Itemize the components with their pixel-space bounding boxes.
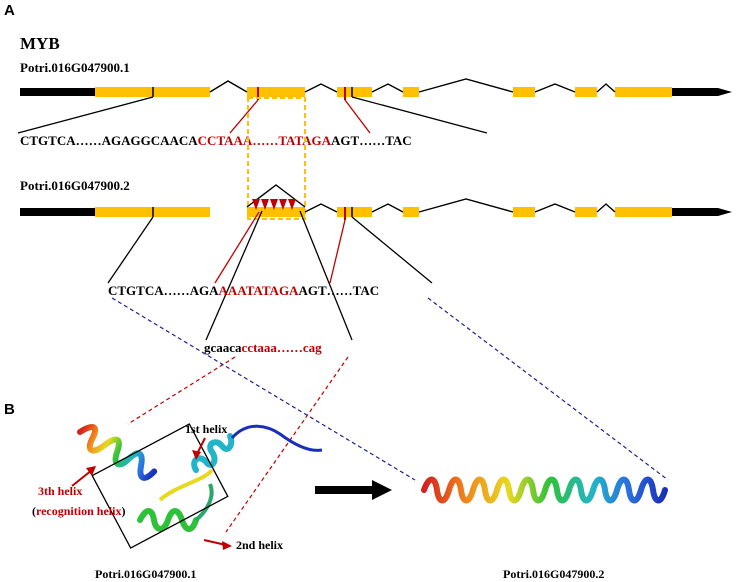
intron-seq-red: cctaaa……cag [242,340,323,355]
helix3-label-line1: 3th helix [38,484,82,498]
helix2-label: 2nd helix [236,538,283,552]
helix1-label: 1st helix [185,422,227,436]
transcript2-sequence: CTGTCA……AGAAAATATAGAAGT……TAC [108,283,379,298]
panel-a-label: A [4,2,15,19]
transcript2-exon6 [575,207,597,217]
transcript1-exon4 [403,87,419,97]
transcript1-seq-part1: CTGTCA……AGAGGCAACA [20,133,198,148]
blue-dashed-connector-left [111,297,416,481]
transcript2-exon3 [337,207,372,217]
red-dashed-connector-left [127,356,236,425]
transcript1-gene-model [20,78,732,100]
panel-b-label: B [4,401,15,418]
transcript1-exon6 [575,87,597,97]
transcript2-gene-model [20,184,732,220]
retained-region-box [247,97,306,220]
transcript1-5utr [20,88,95,96]
transcript2-exon2 [247,207,305,217]
transcript1-label: Potri.016G047900.1 [20,60,130,75]
transcript1-seq-part2: AGT……TAC [331,133,412,148]
transcript2-label: Potri.016G047900.2 [20,178,130,193]
transcript2-exon5 [513,207,535,217]
transcript2-seq-part1: CTGTCA……AGA [108,283,219,298]
transcript1-3utr-arrow [672,88,732,96]
transformation-arrow [315,480,392,500]
intron-sequence: gcaacacctaaa……cag [204,340,322,355]
transcript1-seq-red: CCTAAA……TATAGA [198,133,332,148]
intron-seq-black: gcaaca [204,340,242,355]
gene-title: MYB [20,34,60,53]
transcript2-exon7 [615,207,672,217]
protein1-label: Potri.016G047900.1 [95,567,196,581]
blue-dashed-connector-right [427,297,669,481]
protein1-structure [77,423,323,549]
transcript2-seq-red: AAATATAGA [219,283,300,298]
helix-box [91,423,229,549]
transcript2-exon4 [403,207,419,217]
transcript2-seq-part2: AGT……TAC [298,283,379,298]
transcript2-5utr [20,208,95,216]
protein2-label: Potri.016G047900.2 [503,567,604,581]
transcript1-sequence: CTGTCA……AGAGGCAACACCTAAA……TATAGAAGT……TAC [20,133,412,148]
transcript2-3utr-arrow [672,208,732,216]
red-dashed-connector-right [225,356,349,533]
transcript1-exon2 [247,87,305,97]
insertion-triangles [252,199,296,210]
protein2-structure [421,476,668,504]
transcript1-exon7 [615,87,672,97]
transcript1-exon3 [337,87,372,97]
helix3-label-line2: (recognition helix) [32,504,125,518]
transcript1-exon5 [513,87,535,97]
